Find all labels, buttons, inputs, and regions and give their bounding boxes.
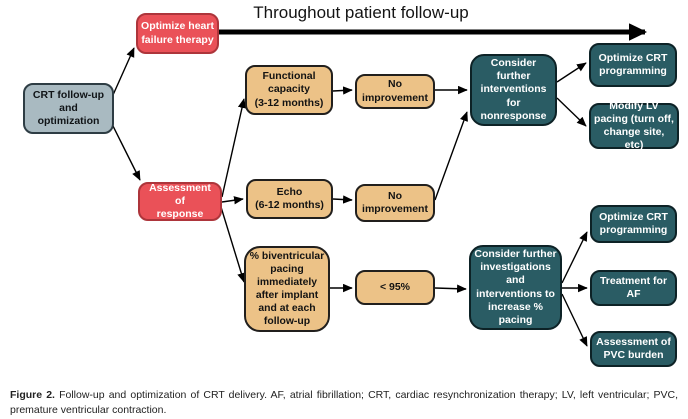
node-functional-capacity: Functional capacity (3-12 months) xyxy=(245,65,333,115)
flowchart-figure: Throughout patient follow-up xyxy=(0,0,688,375)
arrow-interventions-to-modify-lv xyxy=(557,98,586,126)
arrow-functional-to-noimprovement1 xyxy=(333,90,352,91)
node-optimize-crt-programming-top: Optimize CRT programming xyxy=(589,43,677,87)
node-less-than-95-percent: < 95% xyxy=(355,270,435,305)
node-assessment-of-response: Assessment of response xyxy=(138,182,222,221)
node-consider-interventions-nonresponse: Consider further interventions for nonre… xyxy=(470,54,557,126)
arrow-assessment-to-echo xyxy=(222,199,243,202)
node-assessment-pvc-burden: Assessment of PVC burden xyxy=(590,331,677,367)
arrow-echo-to-noimprovement2 xyxy=(333,199,352,200)
figure-caption-text: Follow-up and optimization of CRT delive… xyxy=(10,389,678,417)
figure-caption: Figure 2. Follow-up and optimization of … xyxy=(10,388,678,419)
arrow-investigations-to-pvc-burden xyxy=(562,294,587,346)
arrow-assessment-to-biv xyxy=(221,207,244,282)
arrow-noimprovement2-to-interventions xyxy=(435,112,467,200)
node-optimize-crt-programming-bottom: Optimize CRT programming xyxy=(590,205,677,243)
node-optimize-heart-failure-therapy: Optimize heart failure therapy xyxy=(136,13,219,54)
arrow-interventions-to-optimize-crt1 xyxy=(557,63,586,82)
arrow-crt-to-optimize-hf xyxy=(113,48,134,95)
node-consider-investigations-increase-pacing: Consider further investigations and inte… xyxy=(469,245,562,330)
node-treatment-for-af: Treatment for AF xyxy=(590,270,677,306)
node-modify-lv-pacing: Modify LV pacing (turn off, change site,… xyxy=(589,103,679,149)
arrow-assessment-to-functional xyxy=(222,99,244,197)
node-echo: Echo (6-12 months) xyxy=(246,179,333,219)
arrow-investigations-to-optimize-crt2 xyxy=(562,232,587,283)
arrow-crt-to-assessment xyxy=(113,126,140,180)
arrow-layer xyxy=(0,0,688,375)
node-no-improvement-echo: No improvement xyxy=(355,184,435,222)
arrow-lt95-to-investigations xyxy=(435,288,466,289)
node-biventricular-pacing: % biventricular pacing immediately after… xyxy=(244,246,330,332)
node-no-improvement-functional: No improvement xyxy=(355,74,435,109)
node-crt-followup-optimization: CRT follow-up and optimization xyxy=(23,83,114,134)
figure-caption-label: Figure 2. xyxy=(10,389,55,401)
